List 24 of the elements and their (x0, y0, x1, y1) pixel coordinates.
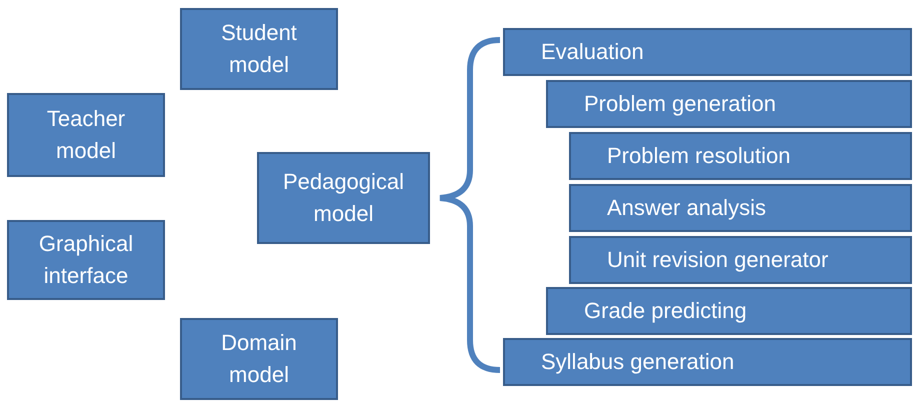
process-box (503, 338, 912, 386)
box-label: Grade predicting (584, 298, 747, 324)
box-label: Problem resolution (607, 143, 790, 169)
process-box (569, 132, 912, 180)
process-box (180, 318, 338, 400)
process-box (7, 220, 165, 300)
box-label: Student model (220, 19, 298, 79)
box-label: Pedagogical model (282, 168, 406, 228)
box-label: Teacher model (46, 105, 126, 165)
process-box (569, 236, 912, 284)
process-box (7, 93, 165, 177)
process-box (569, 184, 912, 232)
box-label: Problem generation (584, 91, 776, 117)
process-box (546, 287, 912, 335)
box-label: Evaluation (541, 39, 644, 65)
process-box (503, 28, 912, 76)
box-label: Graphical interface (38, 230, 134, 290)
process-box (546, 80, 912, 128)
box-label: Syllabus generation (541, 349, 734, 375)
box-label: Answer analysis (607, 195, 766, 221)
box-label: Unit revision generator (607, 247, 828, 273)
process-box (180, 8, 338, 90)
process-box (257, 152, 430, 244)
box-label: Domain model (220, 329, 298, 389)
